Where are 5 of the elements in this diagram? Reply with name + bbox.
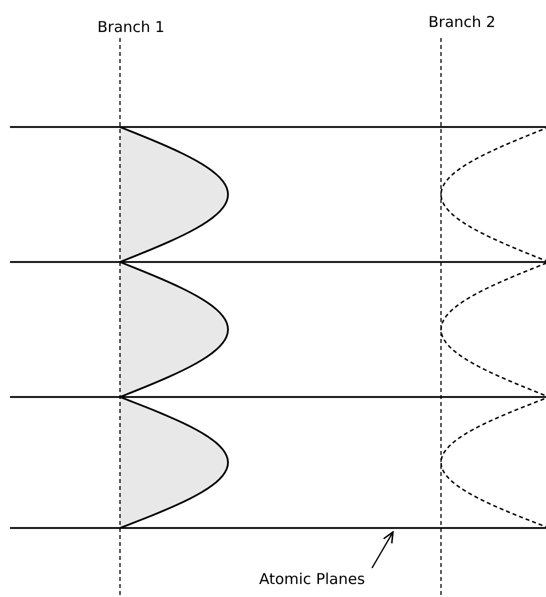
branch-label: Branch 1 — [97, 18, 165, 36]
plane-line — [10, 527, 546, 529]
branch-label: Branch 2 — [428, 13, 496, 31]
part-label: Atomic Planes — [232, 568, 392, 590]
leader-line — [371, 531, 394, 568]
